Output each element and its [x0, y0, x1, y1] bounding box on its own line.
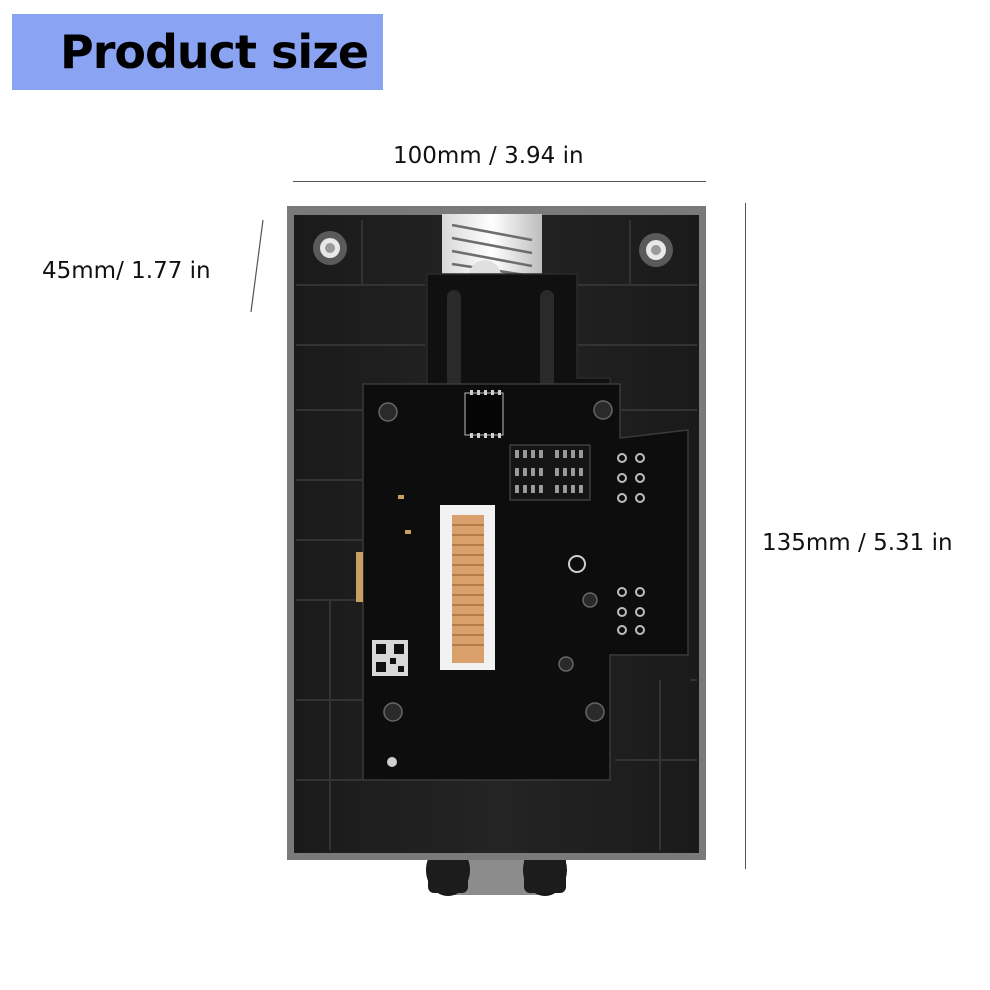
- screws: [378, 400, 613, 722]
- main-board: [362, 383, 689, 781]
- pin-holes: [617, 453, 645, 635]
- smd-components: [356, 495, 411, 602]
- board-markings: [387, 555, 586, 767]
- width-dimension-label: 100mm / 3.94 in: [393, 143, 584, 169]
- pad-arrays: [509, 444, 591, 501]
- height-dimension-line: [745, 203, 746, 869]
- mounting-holes: [313, 231, 673, 267]
- width-dimension-line: [293, 181, 706, 182]
- qr-code: [372, 640, 408, 676]
- ribbon-connector: [440, 505, 495, 670]
- depth-dimension-label: 45mm/ 1.77 in: [42, 258, 211, 284]
- ic-chip: [464, 390, 504, 438]
- height-dimension-label: 135mm / 5.31 in: [762, 530, 953, 556]
- plate-slots: [447, 290, 554, 400]
- housing-ribs: [296, 220, 697, 850]
- title-banner: Product size: [12, 14, 383, 90]
- banner-title: Product size: [60, 25, 369, 79]
- spring: [442, 214, 542, 292]
